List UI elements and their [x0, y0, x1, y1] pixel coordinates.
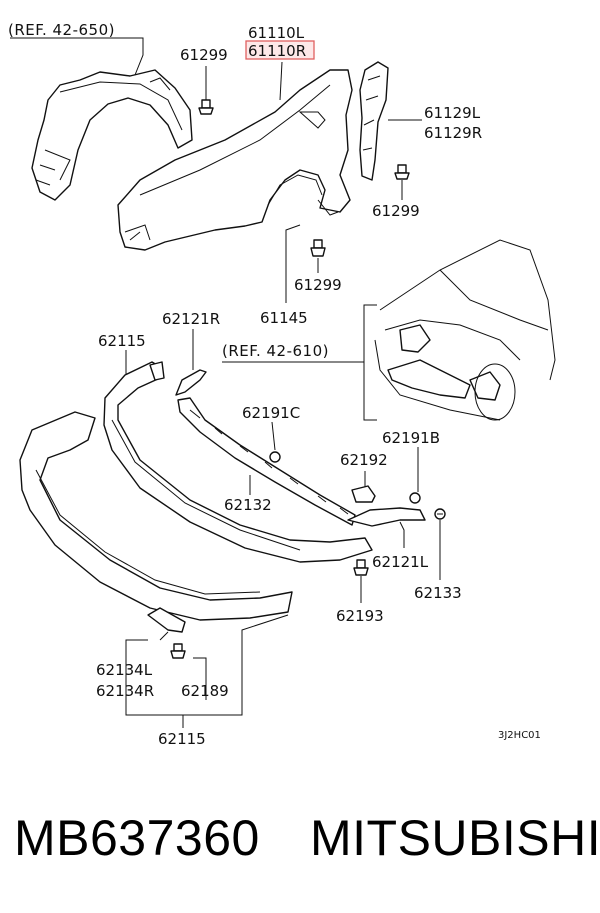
label-62134L: 62134L	[96, 661, 153, 679]
label-62115-bottom: 62115	[158, 730, 206, 748]
molding-end-right	[175, 369, 207, 396]
inner-fender-liner	[31, 69, 193, 201]
brand-name: MITSUBISHI	[310, 810, 600, 866]
label-61299-c: 61299	[294, 276, 342, 294]
air-dam-spoiler	[19, 411, 293, 633]
label-61299-b: 61299	[372, 202, 420, 220]
part-number: MB637360	[14, 810, 260, 866]
label-62189: 62189	[181, 682, 229, 700]
label-62132: 62132	[224, 496, 272, 514]
label-61129R: 61129R	[424, 124, 482, 142]
label-62191C: 62191C	[242, 404, 300, 422]
part-labels: (REF. 42-650) 61110L 61110R 61299 61129L…	[8, 21, 541, 748]
car-front-reference	[374, 239, 556, 421]
retainer-62192	[351, 485, 376, 503]
label-61129L: 61129L	[424, 104, 481, 122]
diagram-code: 3J2HC01	[498, 730, 541, 741]
molding-end-left	[347, 507, 426, 527]
label-61110L: 61110L	[248, 24, 305, 42]
clip-62191C	[269, 451, 281, 463]
front-fender	[117, 69, 353, 251]
fender-bracket	[359, 61, 389, 181]
label-62121R: 62121R	[162, 310, 220, 328]
clip-61299-b	[394, 164, 410, 180]
screw-62133	[434, 508, 446, 520]
label-61145: 61145	[260, 309, 308, 327]
label-62121L: 62121L	[372, 553, 429, 571]
label-62191B: 62191B	[382, 429, 440, 447]
label-ref-42-650: (REF. 42-650)	[8, 21, 115, 39]
label-62134R: 62134R	[96, 682, 154, 700]
clip-61299-a	[198, 99, 214, 115]
label-62133: 62133	[414, 584, 462, 602]
label-62115-top: 62115	[98, 332, 146, 350]
label-62193: 62193	[336, 607, 384, 625]
highlight-box-61110R	[245, 40, 315, 60]
label-62192: 62192	[340, 451, 388, 469]
clip-62191B	[409, 492, 421, 504]
label-61110R: 61110R	[248, 42, 306, 60]
screw-62193	[353, 559, 369, 576]
label-61299-a: 61299	[180, 46, 228, 64]
footer: MB637360 MITSUBISHI	[14, 810, 600, 866]
label-ref-42-610: (REF. 42-610)	[222, 342, 329, 360]
leader-lines	[10, 37, 441, 728]
clip-62189	[170, 643, 186, 659]
front-bumper	[103, 361, 373, 563]
clip-61299-c	[310, 239, 326, 257]
